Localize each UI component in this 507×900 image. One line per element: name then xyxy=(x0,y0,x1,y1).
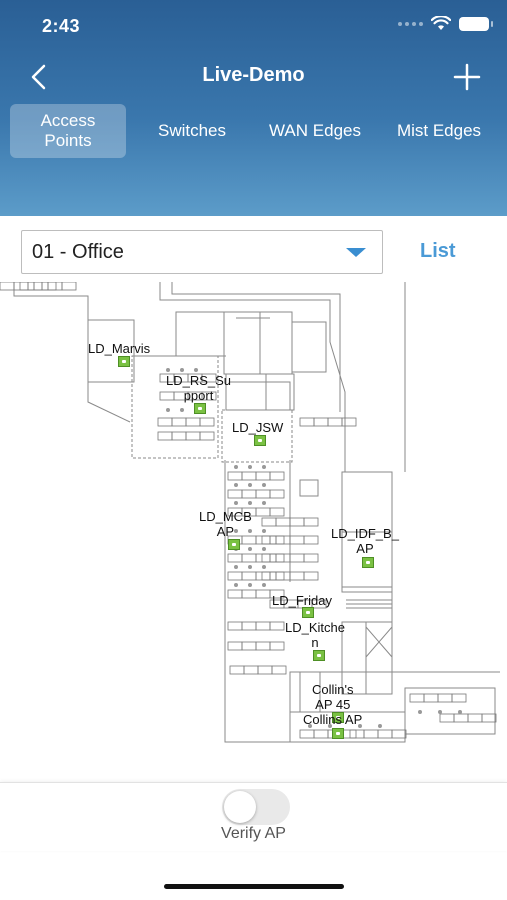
ap-marker[interactable] xyxy=(332,712,344,723)
back-chevron-icon[interactable] xyxy=(24,60,56,94)
page-title: Live-Demo xyxy=(202,64,305,86)
site-select-value: 01 - Office xyxy=(32,240,124,263)
ap-marker[interactable] xyxy=(362,557,374,568)
floor-plan-drawing xyxy=(0,282,500,743)
status-icons xyxy=(398,16,493,31)
toggle-knob xyxy=(224,791,256,823)
ap-marker[interactable] xyxy=(228,539,240,550)
device-type-tabs: Access Points Switches WAN Edges Mist Ed… xyxy=(0,104,507,162)
verify-ap-label: Verify AP xyxy=(221,825,286,842)
list-view-link[interactable]: List xyxy=(420,240,456,262)
verify-ap-toggle[interactable] xyxy=(222,789,290,825)
ap-label: LD_RS_Su pport xyxy=(166,373,232,403)
ap-marker[interactable] xyxy=(332,728,344,739)
ap-label: LD_JSW xyxy=(232,420,284,435)
tab-access-points[interactable]: Access Points xyxy=(10,104,126,158)
ap-label: LD_Marvis xyxy=(88,341,151,356)
status-time: 2:43 xyxy=(42,16,81,36)
ap-label: LD_IDF_B_ AP xyxy=(331,526,399,556)
caret-down-icon xyxy=(346,248,366,257)
ap-marker[interactable] xyxy=(194,403,206,414)
ap-marker[interactable] xyxy=(302,607,314,618)
tab-mist-edges[interactable]: Mist Edges xyxy=(396,121,482,140)
ap-marker[interactable] xyxy=(254,435,266,446)
verify-ap-panel: Verify AP xyxy=(0,782,507,851)
app-header: 2:43 Live-Demo Access Points Switches WA… xyxy=(0,0,507,216)
cellular-signal-icon xyxy=(398,21,423,26)
ap-label: LD_Kitche n xyxy=(285,620,345,650)
battery-icon xyxy=(459,16,493,31)
tab-switches[interactable]: Switches xyxy=(157,121,227,140)
ap-label: Collin's AP 45 xyxy=(312,682,354,712)
filter-bar: 01 - Office List xyxy=(0,216,507,282)
ap-marker[interactable] xyxy=(313,650,325,661)
ap-label: LD_Friday xyxy=(272,593,332,608)
site-select[interactable]: 01 - Office xyxy=(21,230,383,274)
ap-marker[interactable] xyxy=(118,356,130,367)
tab-wan-edges[interactable]: WAN Edges xyxy=(269,121,361,140)
wifi-icon xyxy=(431,16,451,30)
floor-plan-map[interactable]: LD_Marvis LD_RS_Su pport LD_JSW LD_MCB A… xyxy=(0,282,507,752)
plus-icon[interactable] xyxy=(451,60,483,94)
home-indicator xyxy=(164,884,344,889)
ap-label: Collins AP xyxy=(303,712,363,727)
ap-label: LD_MCB AP xyxy=(199,509,252,539)
